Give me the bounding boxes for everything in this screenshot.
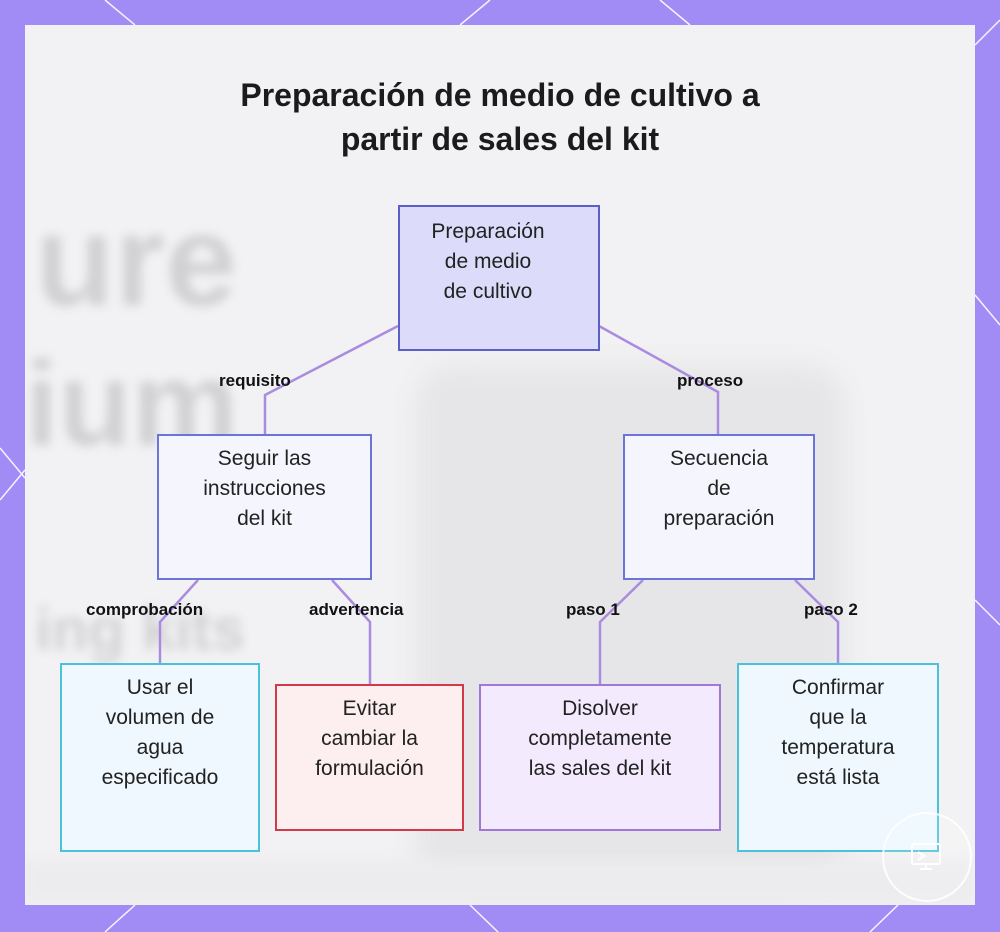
node-sequence: Secuencia de preparación [623, 434, 815, 580]
node-root: Preparación de medio de cultivo [398, 205, 600, 351]
node-instructions-label: Seguir las instrucciones del kit [203, 447, 326, 530]
background-blur-shape [25, 860, 975, 905]
node-formulation-label: Evitar cambiar la formulación [315, 697, 424, 780]
title-line-1: Preparación de medio de cultivo a [240, 77, 760, 113]
corner-badge [882, 812, 972, 902]
node-instructions: Seguir las instrucciones del kit [157, 434, 372, 580]
node-water-label: Usar el volumen de agua especificado [101, 676, 219, 789]
edge-label-paso2: paso 2 [804, 600, 858, 619]
node-formulation: Evitar cambiar la formulación [275, 684, 464, 831]
node-sequence-label: Secuencia de preparación [663, 447, 775, 530]
edge-label-paso1: paso 1 [566, 600, 620, 619]
edge-label-proceso: proceso [677, 371, 744, 390]
background-watermark-text: ure [35, 187, 238, 333]
background-watermark-text: ing kits [35, 596, 246, 663]
edge-label-requisito: requisito [219, 371, 291, 390]
title-line-2: partir de sales del kit [340, 121, 660, 157]
edge-label-comprobacion: comprobación [86, 600, 204, 619]
node-root-label: Preparación de medio de cultivo [431, 220, 545, 303]
node-dissolve: Disolver completamente las sales del kit [479, 684, 721, 831]
node-dissolve-label: Disolver completamente las sales del kit [528, 697, 672, 780]
diagram-title: Preparación de medio de cultivo a partir… [25, 73, 975, 161]
node-temperature-label: Confirmar que la temperatura está lista [781, 676, 895, 789]
screen-icon [911, 843, 941, 870]
node-water: Usar el volumen de agua especificado [60, 663, 260, 852]
edge-label-advertencia: advertencia [309, 600, 404, 619]
